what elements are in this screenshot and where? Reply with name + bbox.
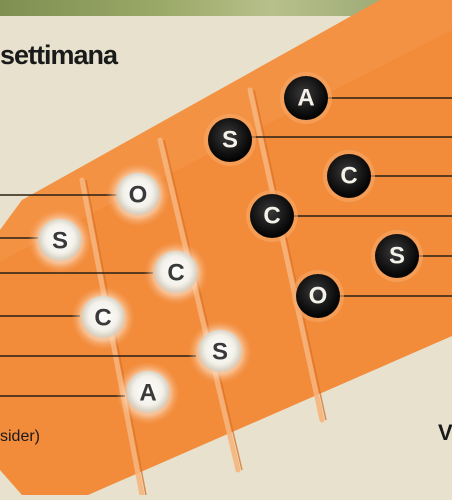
bead-black-3: C (323, 150, 375, 202)
corner-letter: V (438, 420, 452, 446)
caption-fragment: sider) (0, 428, 40, 446)
bead-white-2: S (28, 209, 92, 273)
bead-letter: S (52, 228, 68, 255)
bead-letter: S (212, 339, 228, 366)
bead-white-3: C (144, 241, 208, 305)
bead-letter: C (263, 203, 280, 230)
bead-black-6: O (292, 270, 344, 322)
bead-black-1: A (280, 72, 332, 124)
bead-white-4: C (71, 286, 135, 350)
bead-black-5: S (371, 230, 423, 282)
bead-black-2: S (204, 114, 256, 166)
bead-letter: O (129, 182, 148, 209)
bead-letter: A (139, 380, 156, 407)
bead-black-4: C (246, 190, 298, 242)
bead-letter: S (222, 127, 238, 154)
bead-letter: C (340, 163, 357, 190)
bead-white-1: O (106, 163, 170, 227)
bead-white-6: A (116, 361, 180, 425)
bead-letter: C (167, 260, 184, 287)
bead-letter: A (297, 85, 314, 112)
bead-letter: O (309, 283, 328, 310)
bead-letter: S (389, 243, 405, 270)
bead-letter: C (94, 305, 111, 332)
bead-white-5: S (188, 320, 252, 384)
